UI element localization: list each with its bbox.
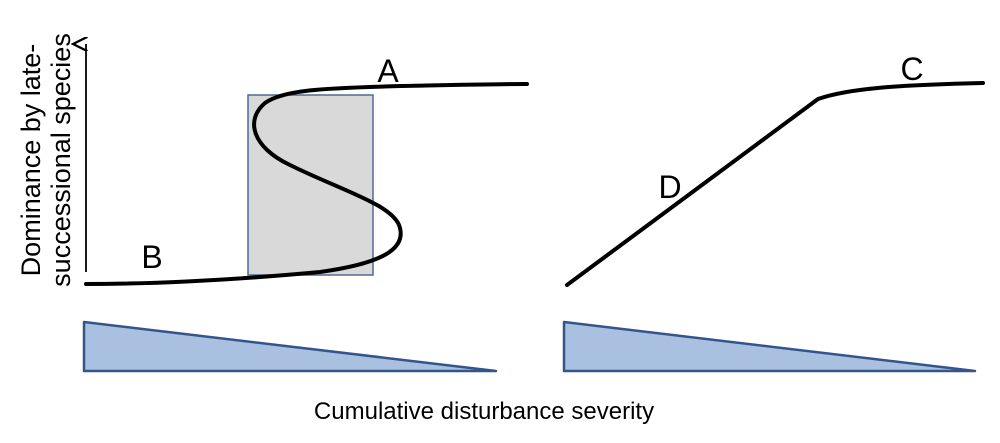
curve-label-d: D xyxy=(658,169,681,205)
y-axis-label: Dominance by late- successional species xyxy=(16,33,76,287)
hysteresis-region xyxy=(247,94,374,276)
linear-curve xyxy=(565,81,985,287)
y-axis-label-line2: successional species xyxy=(46,33,76,287)
curve-label-b: B xyxy=(141,239,162,275)
disturbance-wedge-left xyxy=(82,320,498,373)
s-curve xyxy=(84,82,529,286)
x-axis-label: Cumulative disturbance severity xyxy=(314,398,654,425)
disturbance-wedge-right xyxy=(562,320,977,373)
curve-label-c: C xyxy=(900,51,923,87)
curve-label-a: A xyxy=(377,53,399,89)
y-axis-label-line1: Dominance by late- xyxy=(16,44,46,277)
